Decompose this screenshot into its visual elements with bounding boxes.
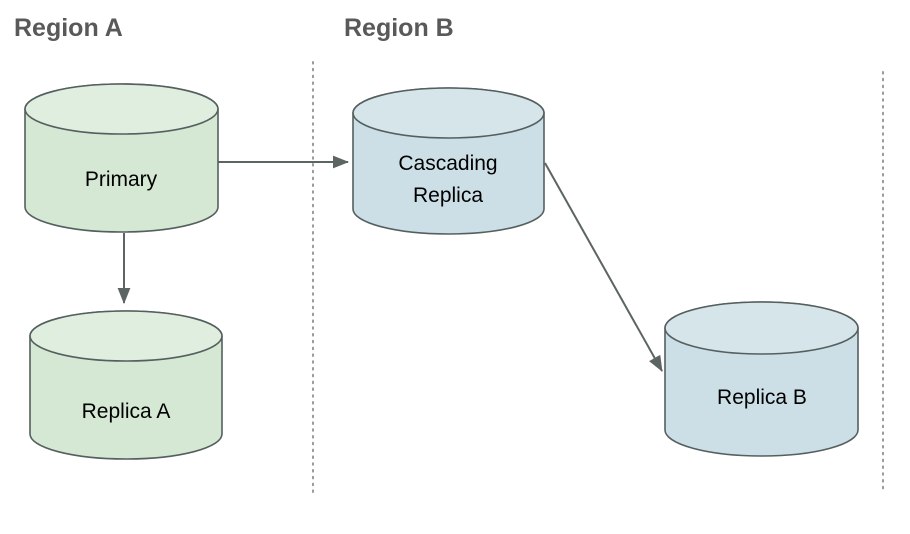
replica-a-label: Replica A (82, 400, 171, 423)
primary-label: Primary (85, 168, 158, 191)
node-primary[interactable]: Primary (24, 83, 219, 233)
cascading-replica-label-line1: Cascading (398, 152, 497, 175)
edge-line (544, 162, 663, 372)
primary-cylinder-top (24, 83, 219, 135)
cascading-replica-cylinder-top (352, 87, 545, 139)
cascading-replica-label-line2: Replica (413, 184, 483, 207)
node-cascading-replica[interactable]: Cascading Replica (352, 87, 545, 235)
edge-cascading-to-replica-b (544, 162, 663, 372)
replica-b-cylinder-top (664, 301, 859, 355)
node-replica-b[interactable]: Replica B (664, 301, 859, 457)
node-replica-a[interactable]: Replica A (29, 310, 223, 460)
region-label-b: Region B (344, 14, 454, 42)
region-label-a: Region A (14, 14, 123, 42)
replica-b-label: Replica B (717, 386, 807, 409)
replica-a-cylinder-top (29, 310, 223, 362)
